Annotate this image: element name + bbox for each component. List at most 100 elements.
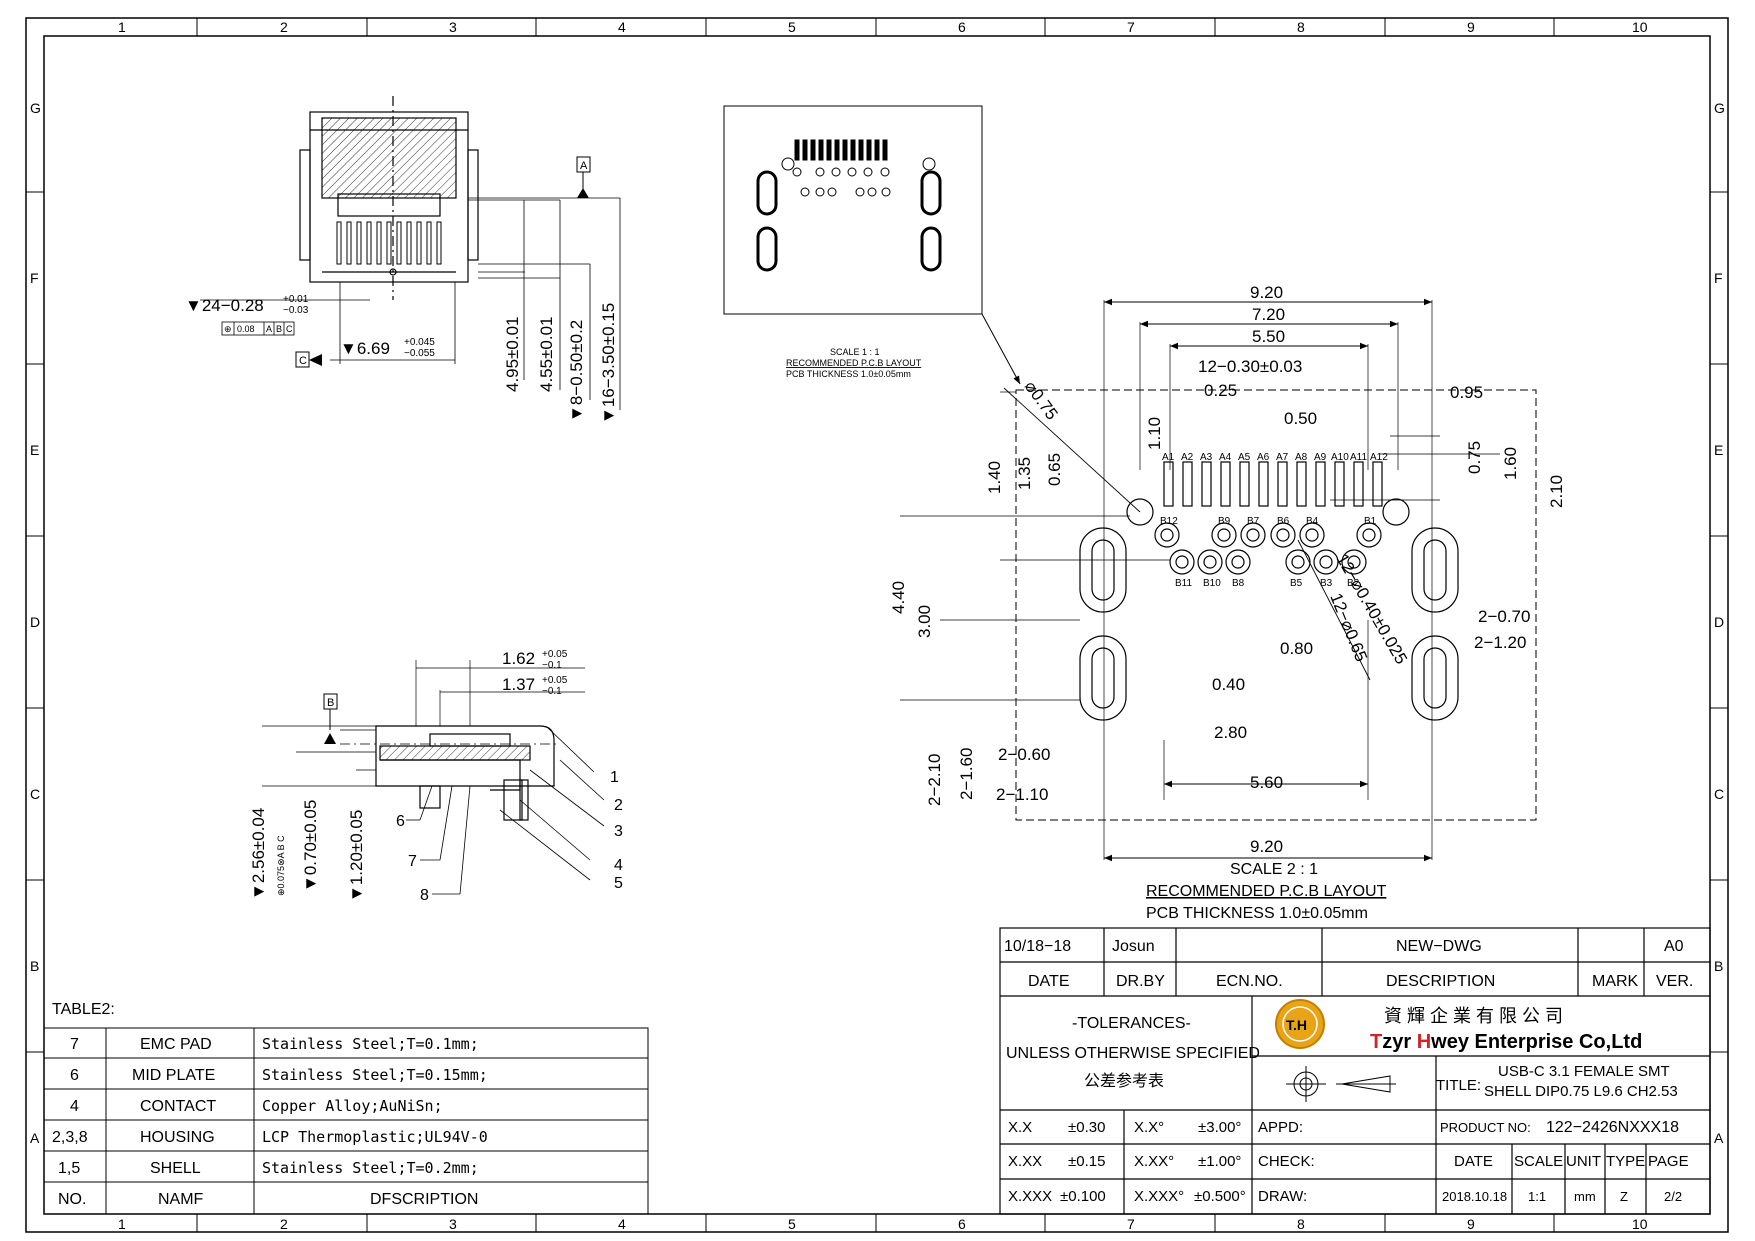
- callout-2: 2: [614, 797, 623, 814]
- pin-b9: B9: [1218, 516, 1231, 527]
- col-10-top: 10: [1632, 19, 1648, 35]
- tol-subtitle: UNLESS OTHERWISE SPECIFIED: [1006, 1045, 1260, 1062]
- info-page: 2/2: [1664, 1189, 1682, 1204]
- col-2-top: 2: [280, 19, 288, 35]
- checked-label: CHECK:: [1258, 1153, 1315, 1170]
- row-f-left: F: [30, 270, 39, 286]
- pin-labels-b-top: B12 B9 B7 B6 B4 B1: [1160, 516, 1377, 527]
- col-8-bottom: 8: [1297, 1216, 1305, 1232]
- drawing-info-values: 2018.10.18 1:1 mm Z 2/2: [1442, 1189, 1682, 1204]
- fcf-symbol: ⊕: [224, 324, 232, 334]
- small-layout-title: RECOMMENDED P.C.B LAYOUT: [786, 358, 922, 368]
- via-row-bottom: [1169, 549, 1367, 575]
- dim-pin-width: ▼24−0.28: [185, 296, 264, 315]
- pin-b3: B3: [1320, 578, 1333, 589]
- dim-135: 1.35: [1015, 457, 1034, 490]
- logo-text: T.H: [1286, 1017, 1307, 1033]
- pin-labels-b-bottom: B11 B10 B8 B5 B3 B2: [1175, 578, 1360, 589]
- rev-version: A0: [1664, 938, 1684, 955]
- datum-b-label: B: [327, 697, 334, 709]
- datum-b-box: B: [323, 693, 338, 744]
- column-labels: 1 2 3 4 5 6 7 8 9 10 1 2 3 4 5 6 7 8 9 1…: [118, 19, 1648, 1232]
- title-block-grid: [999, 927, 1711, 1215]
- dim-440: 4.40: [889, 581, 908, 614]
- dim-width-tol-minus: −0.055: [404, 348, 435, 359]
- callout-3: 3: [614, 823, 623, 840]
- dim-2-070: 2−0.70: [1478, 607, 1530, 626]
- top-view-pins: [336, 221, 442, 265]
- dim-2-160: 2−1.60: [957, 748, 976, 800]
- dim-300: 3.00: [915, 605, 934, 638]
- pin-a10: A10: [1331, 452, 1349, 463]
- product-number: 122−2426NXXX18: [1546, 1119, 1679, 1136]
- large-pcb-layout: [900, 298, 1537, 862]
- dim-495: 4.95±0.01: [503, 316, 522, 392]
- side-view-drawing: [262, 660, 605, 895]
- col-9-bottom: 9: [1467, 1216, 1475, 1232]
- pin-b6: B6: [1277, 516, 1290, 527]
- approved-label: APPD:: [1258, 1119, 1303, 1136]
- row-labels: G F E D C B A G F E D C B A: [30, 100, 1725, 1146]
- dim-920-bottom: 9.20: [1250, 837, 1283, 856]
- callout-4: 4: [614, 857, 623, 874]
- bom-row-3-desc: Copper Alloy;AuNiSn;: [262, 1097, 443, 1115]
- col-4-bottom: 4: [618, 1216, 626, 1232]
- pin-a4: A4: [1219, 452, 1232, 463]
- col-1-top: 1: [118, 19, 126, 35]
- bom-row-4-name: HOUSING: [140, 1129, 215, 1146]
- pin-a8: A8: [1295, 452, 1308, 463]
- dim-pin-width-tol-plus: +0.01: [283, 294, 309, 305]
- col-5-bottom: 5: [788, 1216, 796, 1232]
- col-3-bottom: 3: [449, 1216, 457, 1232]
- col-8-top: 8: [1297, 19, 1305, 35]
- bom-row-2-desc: Stainless Steel;T=0.15mm;: [262, 1066, 488, 1084]
- bom-rows: 7 EMC PAD Stainless Steel;T=0.1mm; 6 MID…: [52, 1035, 488, 1208]
- drawing-info-headers: DATE SCALE UNIT TYPE PAGE: [1454, 1153, 1689, 1170]
- dim-280: 2.80: [1214, 723, 1247, 742]
- datum-a-box: A: [576, 156, 591, 198]
- bom-row-1-no: 7: [70, 1036, 79, 1053]
- callout-1: 1: [610, 769, 619, 786]
- pad-row-a: [1163, 461, 1383, 507]
- dim-560: 5.60: [1250, 773, 1283, 792]
- header-date: DATE: [1028, 973, 1069, 990]
- small-via-rows: [792, 167, 891, 197]
- side-dim-162-minus: −0.1: [542, 660, 562, 671]
- dim-width: ▼6.69: [340, 339, 390, 358]
- tol-row-3-angle-value: ±0.500°: [1194, 1188, 1246, 1205]
- pin-b2: B2: [1347, 578, 1360, 589]
- header-ecn: ECN.NO.: [1216, 973, 1283, 990]
- bom-row-3-no: 4: [70, 1098, 79, 1115]
- pin-a5: A5: [1238, 452, 1251, 463]
- tolerance-table: X.X ±0.30 X.X° ±3.00° X.XX ±0.15 X.XX° ±…: [1008, 1119, 1246, 1205]
- col-6-bottom: 6: [958, 1216, 966, 1232]
- fcf-ref-b: B: [276, 324, 282, 334]
- dim-065: 0.65: [1045, 453, 1064, 486]
- title-line-1: USB-C 3.1 FEMALE SMT: [1498, 1063, 1670, 1080]
- pin-a2: A2: [1181, 452, 1194, 463]
- bom-row-5-name: SHELL: [150, 1160, 201, 1177]
- side-dim-070: ▼0.70±0.05: [301, 800, 320, 892]
- dim-pin-width-tol-minus: −0.03: [283, 305, 309, 316]
- dim-920-top: 9.20: [1250, 283, 1283, 302]
- datum-c-label: C: [299, 355, 307, 367]
- dim-050: 0.50: [1284, 409, 1317, 428]
- tolerance-note: -TOLERANCES- UNLESS OTHERWISE SPECIFIED …: [1006, 1015, 1260, 1090]
- small-scale: SCALE 1 : 1: [830, 347, 880, 357]
- bom-row-3-name: CONTACT: [140, 1098, 216, 1115]
- row-d-left: D: [30, 614, 40, 630]
- pin-a3: A3: [1200, 452, 1213, 463]
- dim-pad-pitch: 12−0.30±0.03: [1198, 357, 1302, 376]
- pcb-scale: SCALE 2 : 1: [1230, 861, 1318, 878]
- col-2-bottom: 2: [280, 1216, 288, 1232]
- pin-a1: A1: [1162, 452, 1175, 463]
- pin-b11: B11: [1175, 578, 1192, 589]
- dim-550: 5.50: [1252, 327, 1285, 346]
- callout-5: 5: [614, 875, 623, 892]
- dim-110: 1.10: [1145, 417, 1164, 450]
- top-view-tongue: [337, 193, 441, 217]
- dim-095: 0.95: [1450, 383, 1483, 402]
- product-no-label: PRODUCT NO:: [1440, 1120, 1531, 1135]
- col-1-bottom: 1: [118, 1216, 126, 1232]
